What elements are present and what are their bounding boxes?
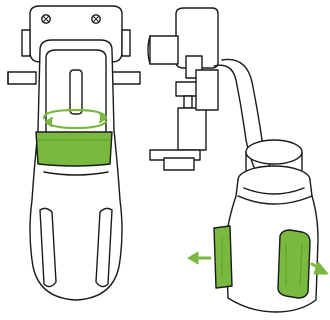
rubber-grip-pad xyxy=(36,132,112,166)
phone-cradle xyxy=(148,8,218,170)
side-view xyxy=(148,8,328,312)
cup-holder-body xyxy=(30,40,122,300)
arrow-left-icon xyxy=(188,252,210,264)
front-view xyxy=(8,6,140,300)
